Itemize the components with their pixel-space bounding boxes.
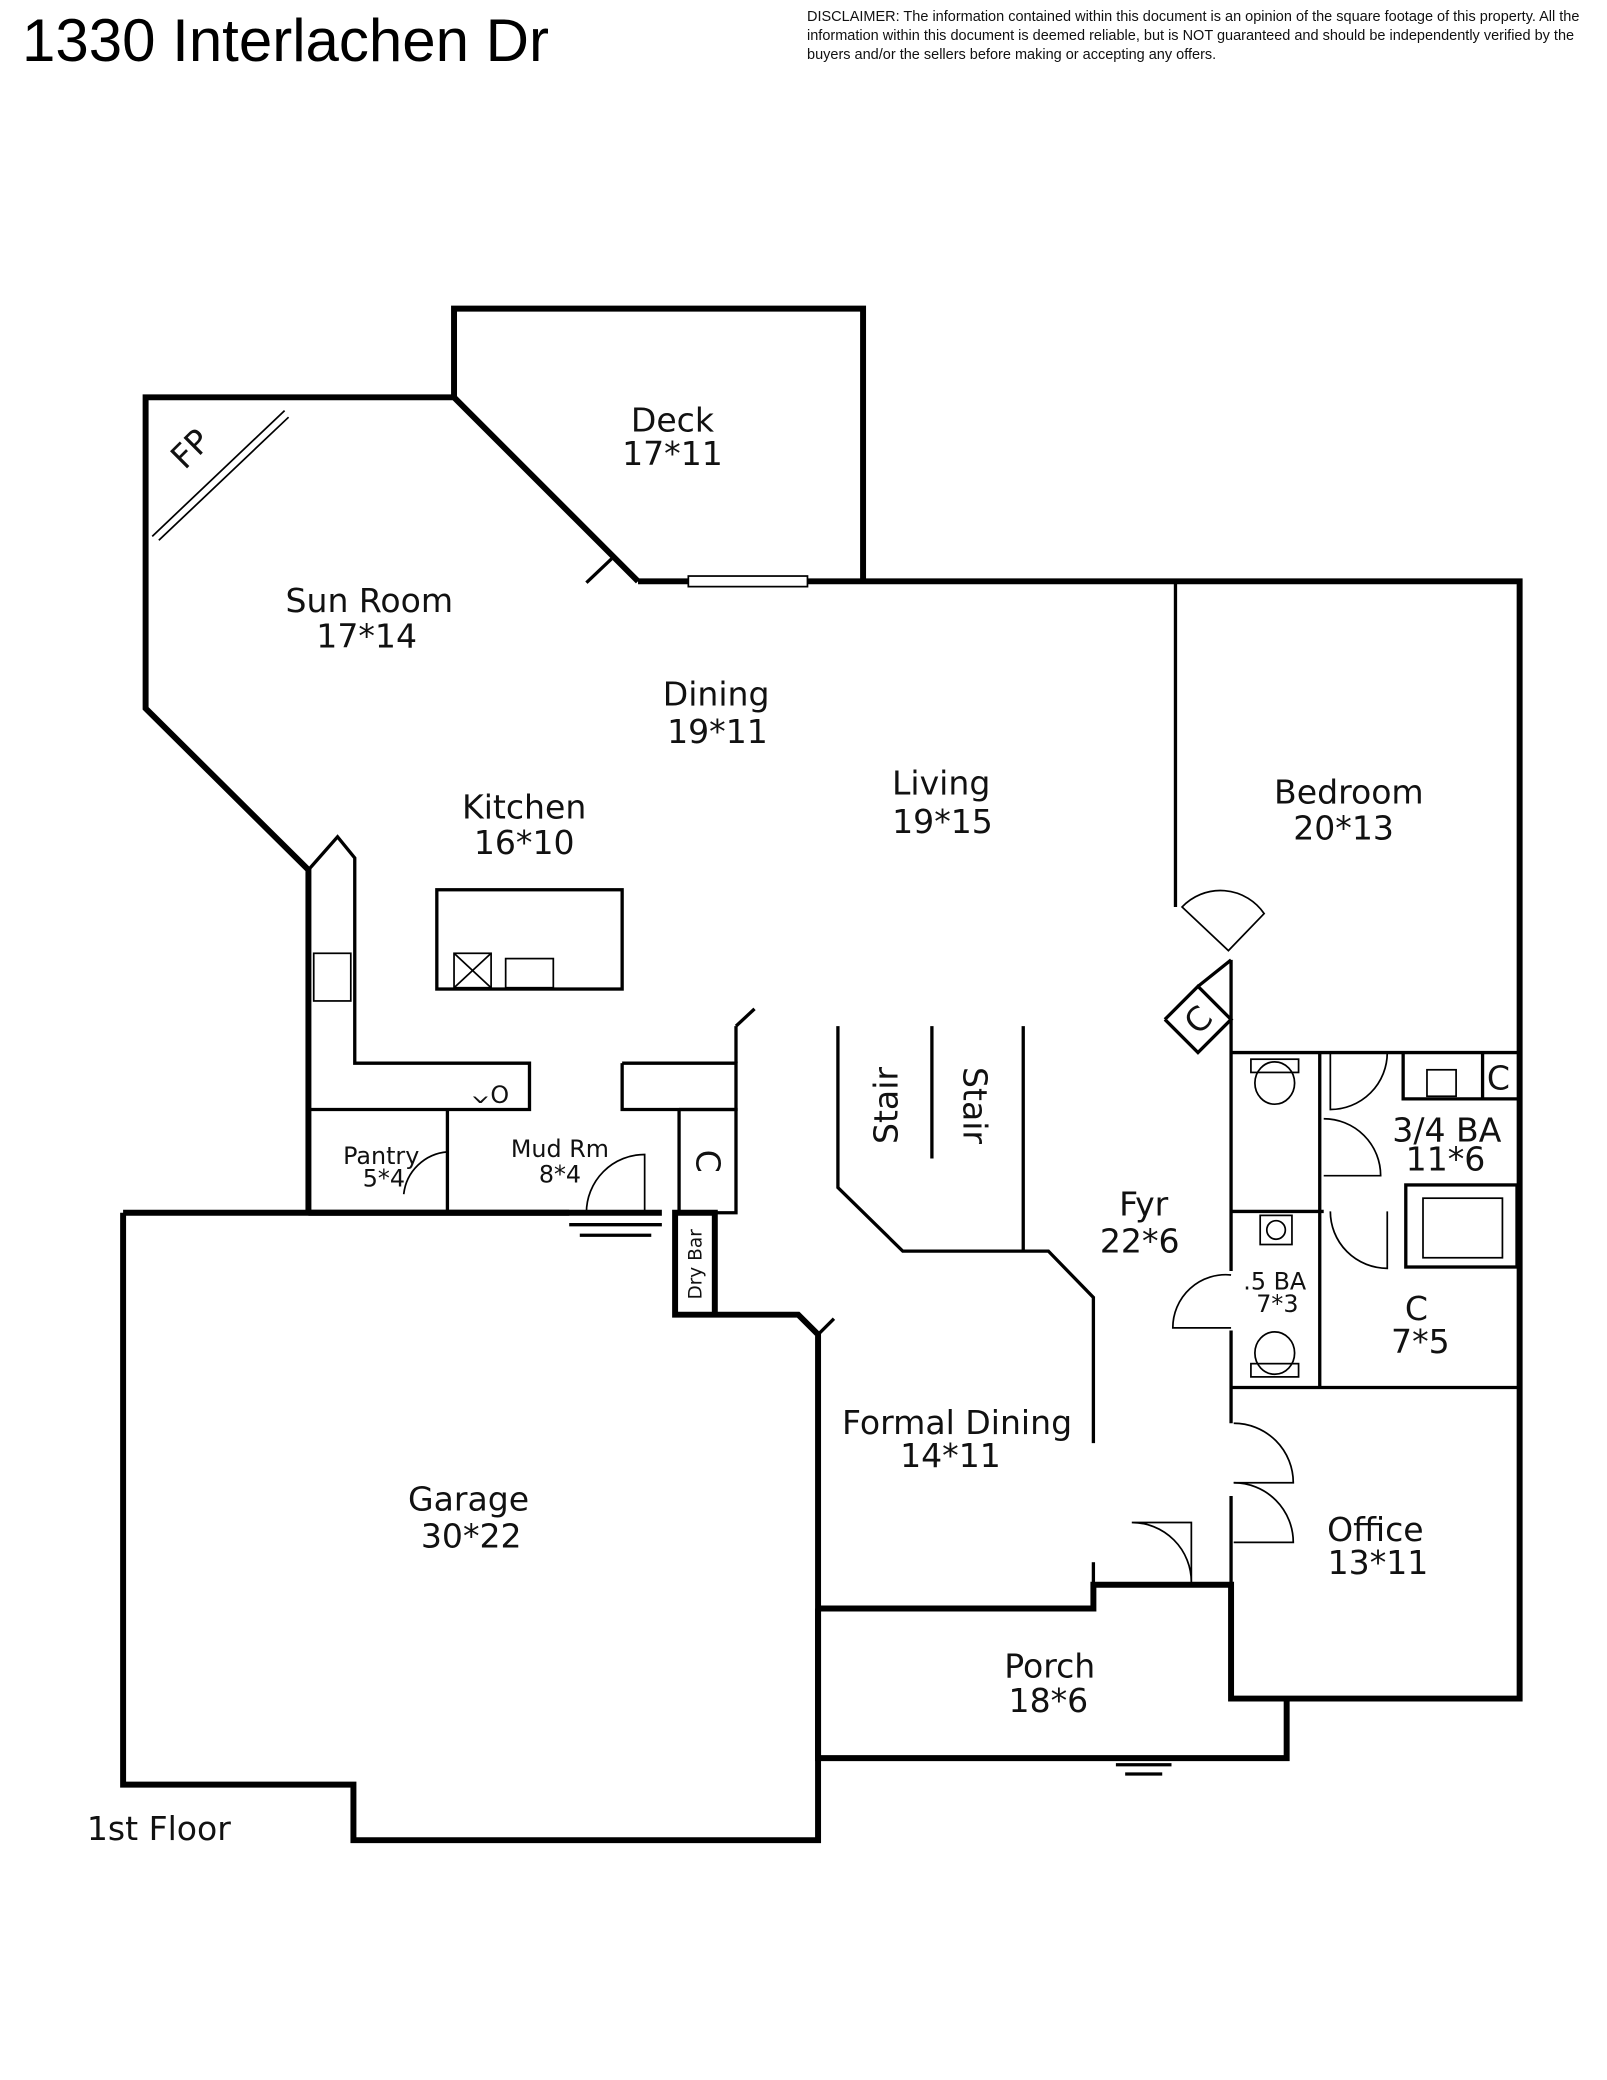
page-title: 1330 Interlachen Dr <box>22 7 549 74</box>
room-bedroom-size: 20*13 <box>1293 808 1394 847</box>
room-deck-name: Deck <box>631 401 715 440</box>
room-sun-room-name: Sun Room <box>285 581 453 620</box>
room-dining-size: 19*11 <box>667 712 768 751</box>
room-deck-size: 17*11 <box>622 434 723 473</box>
fireplace-label: FP <box>163 421 218 476</box>
room-mud-room-size: 8*4 <box>539 1160 581 1188</box>
room-closet-size: 7*5 <box>1391 1322 1450 1361</box>
closet-label: C <box>1487 1059 1510 1098</box>
walls <box>120 305 1523 1844</box>
room-formal-dining-name: Formal Dining <box>842 1403 1072 1442</box>
dry-bar-label: Dry Bar <box>686 1229 707 1300</box>
room-garage-size: 30*22 <box>421 1517 522 1556</box>
closet-label: C <box>688 1150 727 1173</box>
room-kitchen-name: Kitchen <box>462 787 586 826</box>
interior-walls <box>151 409 1520 1699</box>
floor-label: 1st Floor <box>87 1809 231 1848</box>
room-porch-name: Porch <box>1004 1646 1095 1685</box>
room-formal-dining-size: 14*11 <box>900 1436 1001 1475</box>
room-kitchen-size: 16*10 <box>474 823 575 862</box>
room-office-name: Office <box>1327 1510 1424 1549</box>
stair-label: Stair <box>956 1067 995 1144</box>
room-half-bath-name: .5 BA <box>1243 1268 1307 1296</box>
room-foyer-size: 22*6 <box>1100 1221 1180 1260</box>
room-sun-room-size: 17*14 <box>316 617 417 656</box>
room-three-quarter-bath-size: 11*6 <box>1406 1139 1486 1178</box>
room-living-name: Living <box>892 763 990 802</box>
fixture-labels: FP Stair Stair O^ C C C Dry Bar 1st Floo… <box>87 421 1510 1848</box>
room-foyer-name: Fyr <box>1119 1184 1169 1223</box>
room-living-size: 19*15 <box>892 802 993 841</box>
room-pantry-name: Pantry <box>343 1142 419 1170</box>
room-garage-name: Garage <box>408 1480 529 1519</box>
room-pantry-size: 5*4 <box>363 1164 405 1192</box>
room-dining-name: Dining <box>663 675 770 714</box>
room-porch-size: 18*6 <box>1009 1681 1089 1720</box>
room-mud-room-name: Mud Rm <box>511 1135 609 1163</box>
oven-label: O^ <box>470 1080 509 1108</box>
disclaimer-text: DISCLAIMER: The information contained wi… <box>807 9 1580 63</box>
room-closet-name: C <box>1405 1289 1428 1328</box>
room-three-quarter-bath-name: 3/4 BA <box>1392 1110 1501 1149</box>
room-half-bath-size: 7*3 <box>1256 1290 1298 1318</box>
room-labels: Deck 17*11 Sun Room 17*14 Dining 19*11 L… <box>285 401 1501 1720</box>
room-office-size: 13*11 <box>1328 1543 1429 1582</box>
stair-label: Stair <box>866 1067 905 1144</box>
room-bedroom-name: Bedroom <box>1274 773 1424 812</box>
